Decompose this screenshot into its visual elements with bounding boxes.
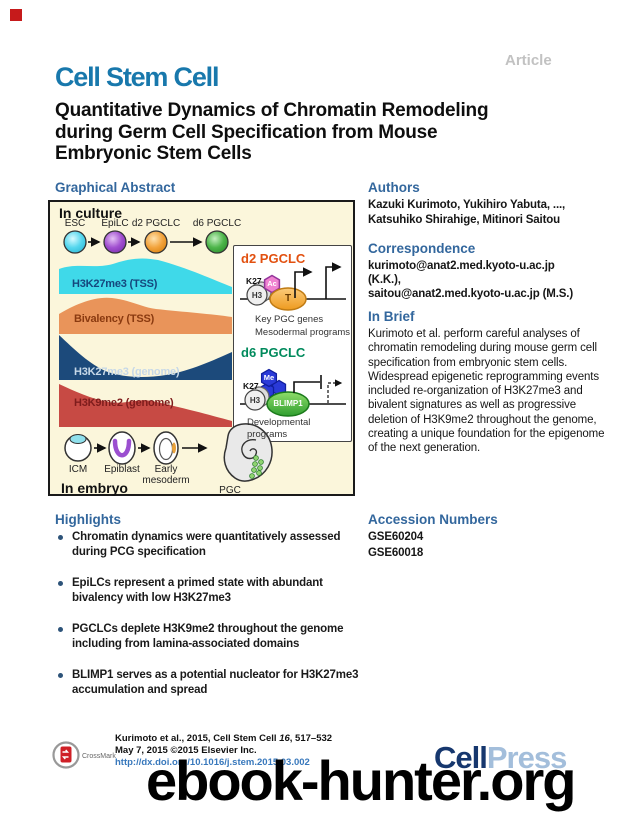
graphical-abstract-art xyxy=(59,230,346,482)
band-h3k27me3-tss xyxy=(59,258,232,294)
band-bivalency-tss xyxy=(59,297,232,334)
correspondence-heading: Correspondence xyxy=(368,241,476,256)
in-brief-text: Kurimoto et al. perform careful analyses… xyxy=(368,328,605,455)
highlight-item: BLIMP1 serves as a potential nucleator f… xyxy=(58,668,370,698)
watermark: ebook-hunter.org xyxy=(146,749,576,812)
cell-label-d6pgclc: d6 PGCLC xyxy=(192,218,242,229)
h3-label: H3 xyxy=(249,395,261,405)
correspondence-email-2[interactable]: saitou@anat2.med.kyoto-u.ac.jp (M.S.) xyxy=(368,288,574,300)
crossmark-label: CrossMark xyxy=(82,753,116,760)
band-label-bivalency: Bivalency (TSS) xyxy=(74,313,155,325)
highlight-text: PGCLCs deplete H3K9me2 throughout the ge… xyxy=(72,623,344,650)
correspondence-line-2: (K.K.), xyxy=(368,274,401,286)
d6-inset-diagram xyxy=(240,368,346,417)
ac-hexagon-icon xyxy=(263,274,281,294)
highlight-text: EpiLCs represent a primed state with abu… xyxy=(72,577,323,604)
graphical-abstract-figure: In culture ESC EpiLC d2 PGCLC d6 PGCLC H… xyxy=(48,200,355,496)
journal-logo: Cell Stem Cell xyxy=(55,62,219,92)
citation-post: , 517–532 xyxy=(289,733,333,744)
k27-label: K27 xyxy=(246,276,262,286)
icm-blastocyst-icon xyxy=(64,434,92,462)
in-culture-label: In culture xyxy=(59,205,123,221)
red-marker xyxy=(10,9,22,21)
epilc-cell-icon xyxy=(103,230,127,254)
epiblast-icon xyxy=(108,431,136,465)
ac-label: Ac xyxy=(267,279,277,288)
band-h3k9me2-genome xyxy=(59,384,232,427)
accession-number-1: GSE60204 xyxy=(368,531,424,543)
page-title: Quantitative Dynamics of Chromatin Remod… xyxy=(55,100,489,165)
d6-caption-1: Developmental programs xyxy=(247,417,311,440)
t-factor-label: T xyxy=(284,293,292,304)
title-line-3: Embryonic Stem Cells xyxy=(55,143,252,164)
cellpress-logo: CellPress xyxy=(434,740,567,776)
cellpress-press: Press xyxy=(486,740,567,775)
d6-pgclc-heading: d6 PGCLC xyxy=(241,345,306,360)
authors-heading: Authors xyxy=(368,180,420,195)
highlight-text: BLIMP1 serves as a potential nucleator f… xyxy=(72,669,359,696)
bullet-icon xyxy=(58,627,63,632)
citation-volume: 16 xyxy=(279,733,290,744)
d2-pgclc-heading: d2 PGCLC xyxy=(241,251,306,266)
band-label-h3k9me2-genome: H3K9me2 (genome) xyxy=(74,397,174,409)
article-type-label: Article xyxy=(505,52,552,69)
correspondence-email-1[interactable]: kurimoto@anat2.med.kyoto-u.ac.jp xyxy=(368,260,555,272)
band-label-h3k27me3-tss: H3K27me3 (TSS) xyxy=(72,278,158,290)
highlight-item: PGCLCs deplete H3K9me2 throughout the ge… xyxy=(58,622,370,652)
cell-label-d2pgclc: d2 PGCLC xyxy=(131,218,181,229)
early-mesoderm-icon xyxy=(153,431,179,465)
h3-label: H3 xyxy=(251,290,263,300)
d2-inset-diagram xyxy=(240,262,346,311)
esc-cell-icon xyxy=(63,230,87,254)
highlights-heading: Highlights xyxy=(55,512,121,527)
highlight-text: Chromatin dynamics were quantitatively a… xyxy=(72,531,341,558)
accession-heading: Accession Numbers xyxy=(368,512,498,527)
authors-line-1: Kazuki Kurimoto, Yukihiro Yabuta, ..., xyxy=(368,199,566,211)
highlight-item: EpiLCs represent a primed state with abu… xyxy=(58,576,370,606)
cell-label-esc: ESC xyxy=(64,218,86,229)
me-hexagon-icon xyxy=(260,368,278,388)
authors-line-2: Katsuhiko Shirahige, Mitinori Saitou xyxy=(368,214,561,226)
citation-pre: Kurimoto et al., 2015, Cell Stem Cell xyxy=(115,733,280,744)
bullet-icon xyxy=(58,673,63,678)
crossmark-bookmark-icon xyxy=(60,746,72,763)
epiblast-label: Epiblast xyxy=(104,464,140,475)
blimp1-label: BLIMP1 xyxy=(273,399,303,408)
doi-link[interactable]: http://dx.doi.org/10.1016/j.stem.2015.03… xyxy=(115,757,310,768)
cell-label-epilc: EpiLC xyxy=(101,218,129,229)
k27-label: K27 xyxy=(243,381,259,391)
pgc-label: PGC xyxy=(219,485,241,496)
citation-line-2: May 7, 2015 ©2015 Elsevier Inc. xyxy=(115,745,257,756)
pgc-embryo-icon xyxy=(223,423,273,482)
band-h3k27me3-genome xyxy=(59,335,232,380)
in-embryo-label: In embryo xyxy=(61,480,128,496)
highlight-item: Chromatin dynamics were quantitatively a… xyxy=(58,530,370,560)
graphical-abstract-heading: Graphical Abstract xyxy=(55,180,176,195)
title-line-1: Quantitative Dynamics of Chromatin Remod… xyxy=(55,100,489,121)
early-mesoderm-label-1: Early xyxy=(154,464,178,475)
early-mesoderm-label-2: mesoderm xyxy=(142,475,190,486)
bullet-icon xyxy=(58,581,63,586)
icm-label: ICM xyxy=(68,464,88,475)
accession-number-2: GSE60018 xyxy=(368,547,424,559)
bullet-icon xyxy=(58,535,63,540)
d6-pgclc-cell-icon xyxy=(205,230,229,254)
cellpress-cell: Cell xyxy=(434,740,488,775)
title-line-2: during Germ Cell Specification from Mous… xyxy=(55,121,438,143)
d2-caption-2: Mesodermal programs xyxy=(255,327,351,338)
crossmark-logo[interactable] xyxy=(52,741,114,776)
band-label-h3k27me3-genome: H3K27me3 (genome) xyxy=(74,366,180,378)
citation-line-1: Kurimoto et al., 2015, Cell Stem Cell 16… xyxy=(115,733,332,745)
d2-pgclc-cell-icon xyxy=(144,230,168,254)
d2-caption-1: Key PGC genes xyxy=(255,314,324,325)
me-label: Me xyxy=(263,373,275,382)
in-brief-heading: In Brief xyxy=(368,309,415,324)
